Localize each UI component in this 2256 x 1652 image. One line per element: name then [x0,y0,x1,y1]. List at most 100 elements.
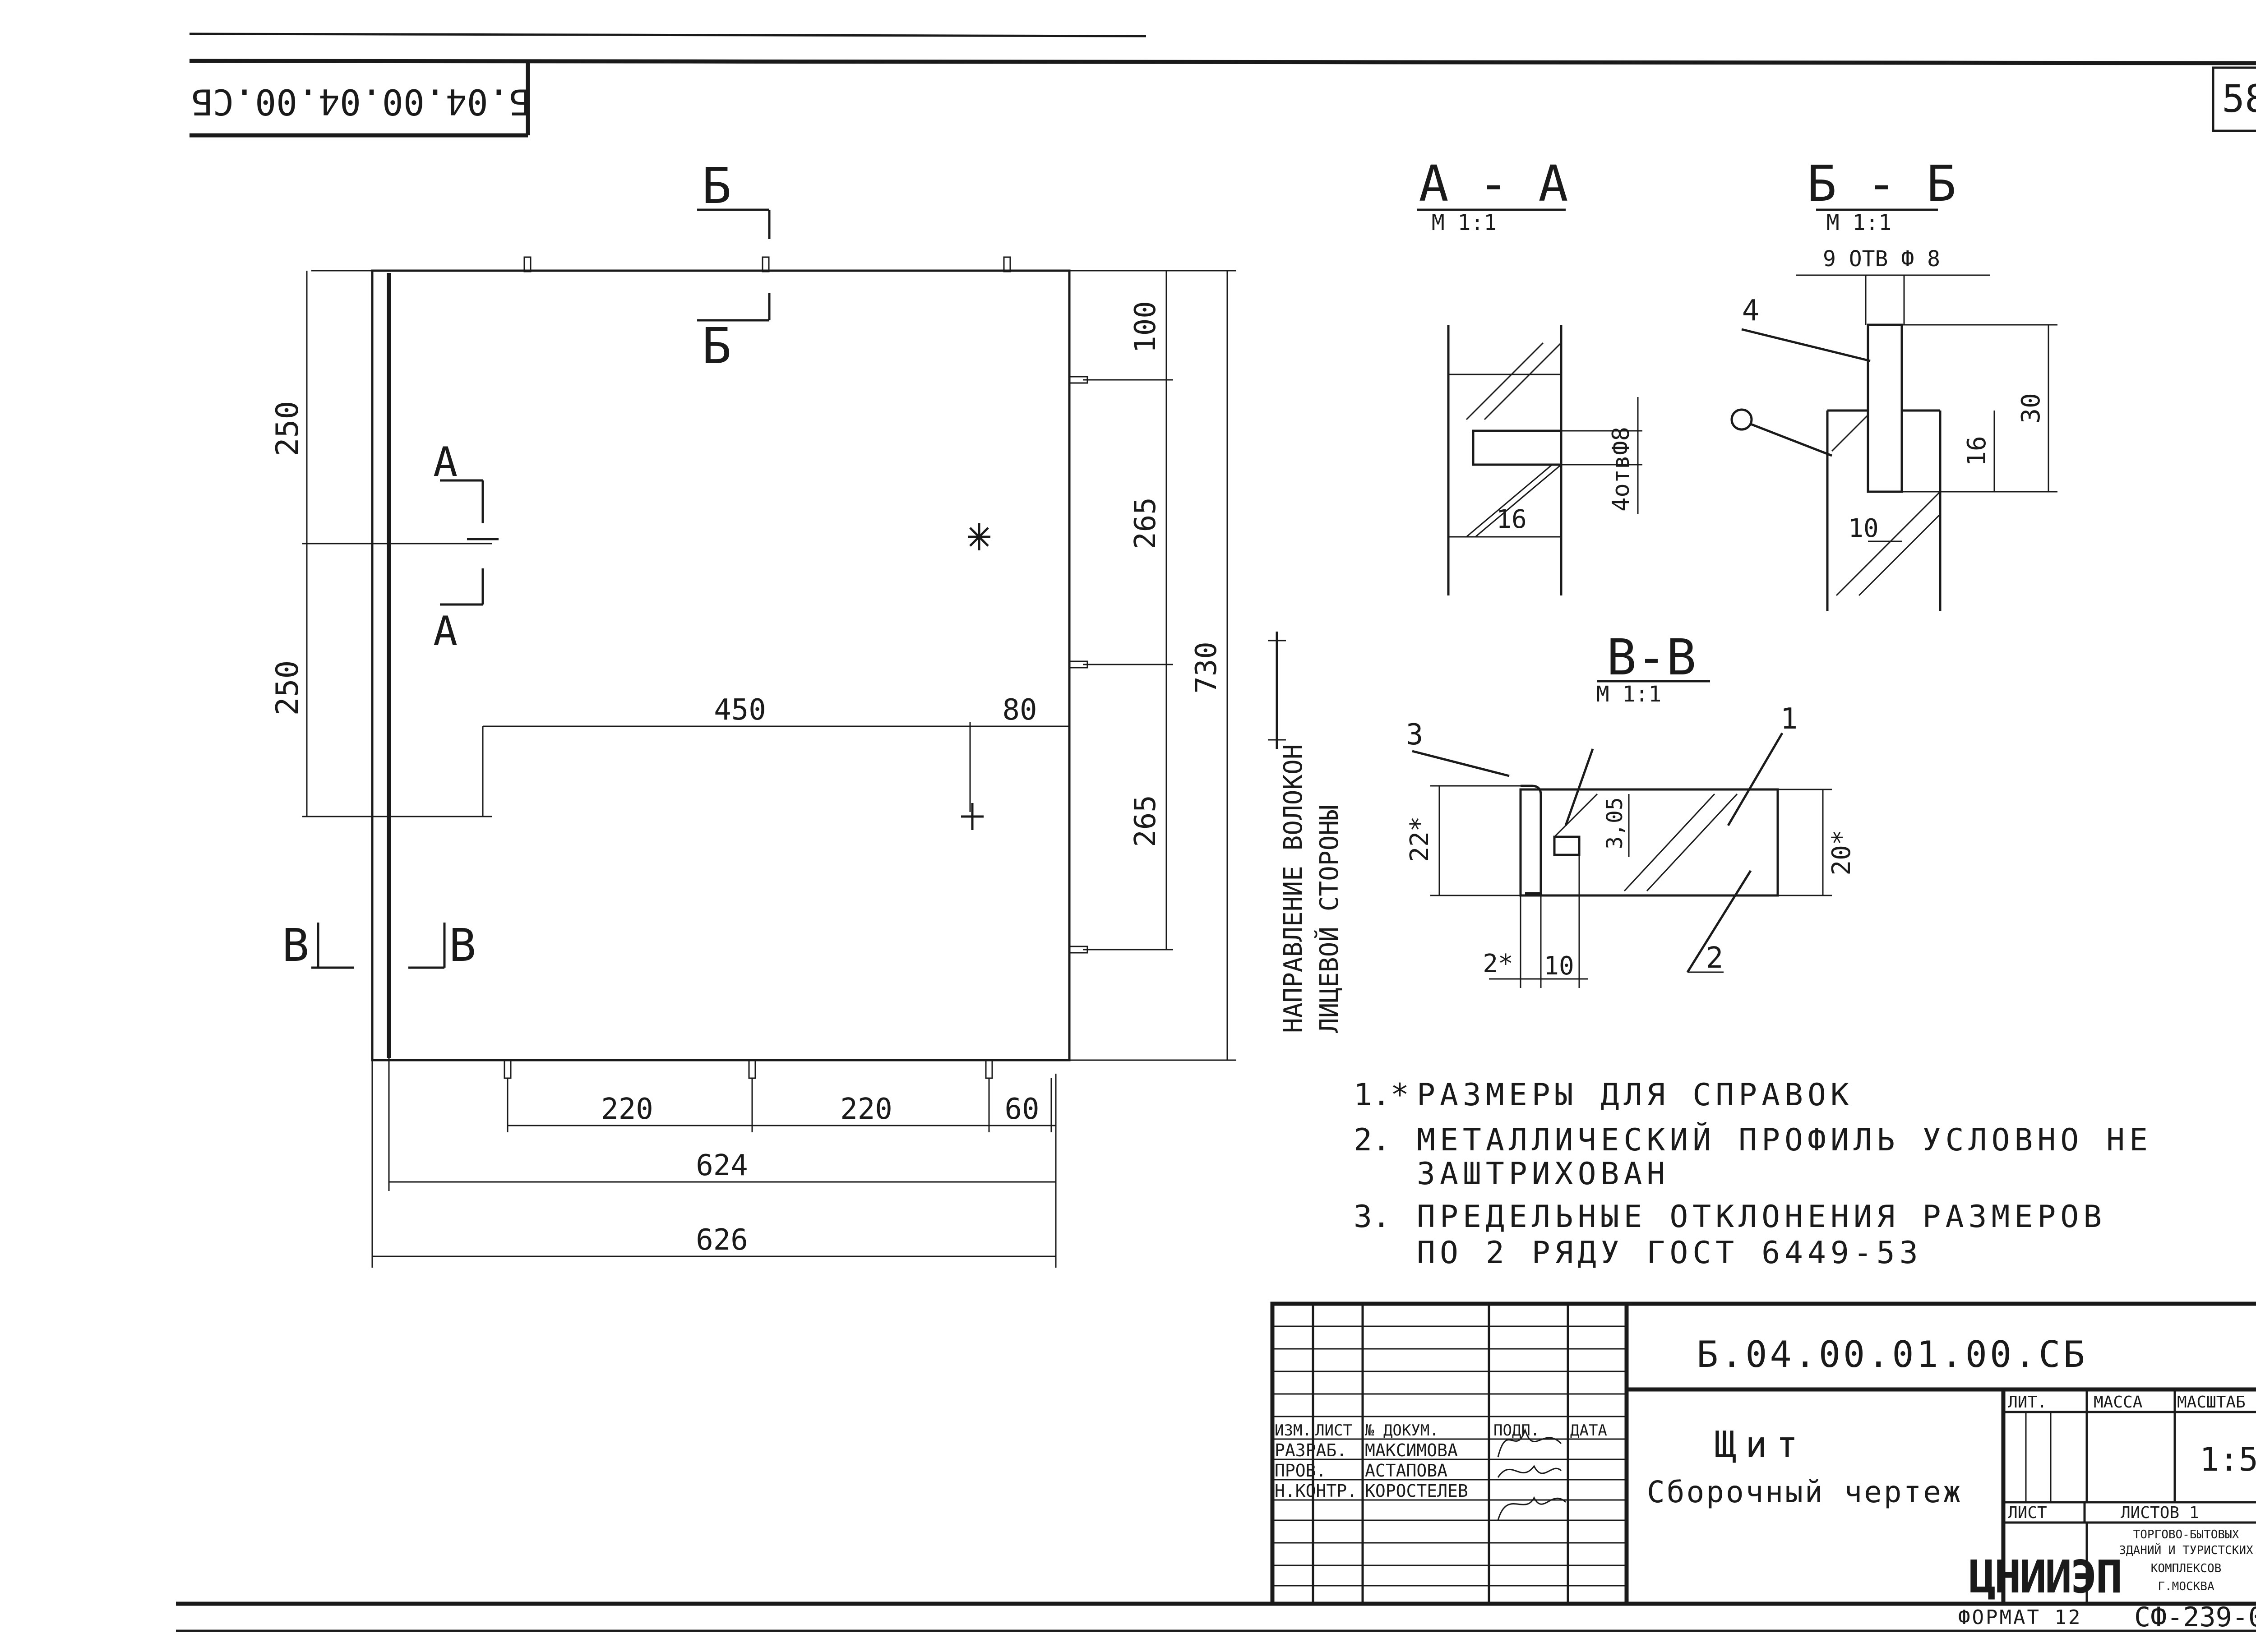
section-vv-dim-22: 22* [1405,816,1434,862]
dim-bottom-624: 624 [696,1149,748,1182]
section-bb-dim-30: 30 [2016,393,2046,423]
section-vv-pos-3: 3 [1406,718,1424,752]
tb-header-izm: ИЗМ. [1275,1421,1312,1440]
section-vv-dim-20: 20* [1827,830,1856,875]
centre-marks [467,523,990,830]
footer: ФОРМАТ 12 СФ-239-05 [1958,1601,2256,1633]
v-right-label: В [449,919,476,972]
grain-note-line1: НАПРАВЛЕНИЕ ВОЛОКОН [1279,744,1308,1033]
dims-right: 100 265 265 730 [1069,270,1236,1061]
section-vv-dim-3: 3,05 [1602,797,1627,849]
main-view: Б Б А А В В [270,157,1236,1268]
tb-header-date: ДАТА [1570,1421,1607,1440]
tb-scale-label: МАСШТАБ [2177,1393,2246,1412]
tb-scale-value: 1:5 [2200,1440,2256,1478]
notes: 1.* РАЗМЕРЫ ДЛЯ СПРАВОК 2. МЕТАЛЛИЧЕСКИЙ… [1354,1077,2152,1271]
v-left-label: В [282,919,309,972]
dim-left-250-lower: 250 [270,660,305,716]
tb-header-doc: № ДОКУМ. [1365,1421,1439,1440]
signature-marks [1497,1428,1567,1521]
section-aa-dim-holes: 4отвФ8 [1608,427,1635,512]
section-aa: А - А М 1:1 16 4отвФ8 [1417,155,1642,595]
section-bb-title: Б - Б [1807,155,1956,212]
footer-code: СФ-239-05 [2134,1601,2256,1633]
section-vv-pos-2: 2 [1706,941,1724,975]
top-left-stamp: Б.04.00.04.00.СБ [190,63,531,138]
section-mark-b: Б Б [697,157,771,375]
dims-left: 250 250 [270,270,492,817]
grain-note-line2: ЛИЦЕВОЙ СТОРОНЫ [1314,805,1344,1033]
dim-bottom-220-left: 220 [601,1093,653,1126]
tb-name-checker: АСТАПОВА [1365,1461,1447,1481]
section-bb-dim-16: 16 [1962,436,1992,466]
dim-right-100: 100 [1129,301,1162,353]
tb-sheets-label: ЛИСТОВ 1 [2121,1504,2199,1522]
tb-sheet-label: ЛИСТ [2008,1504,2047,1522]
dim-80: 80 [1002,693,1037,727]
tb-role-norm: Н.КОНТР. [1275,1481,1357,1501]
section-bb-pos-4: 4 [1742,294,1760,328]
tb-name-norm: КОРОСТЕЛЕВ [1365,1481,1468,1501]
section-aa-title: А - А [1419,155,1568,212]
tb-lit-label: ЛИТ. [2008,1393,2047,1412]
dim-bottom-60: 60 [1004,1093,1039,1126]
tb-role-developer: РАЗРАБ. [1275,1440,1347,1460]
tb-org-line1: ТОРГОВО-БЫТОВЫХ [2133,1528,2239,1541]
a-top-label: А [433,438,458,486]
panel-outline [371,269,1071,1061]
note-3-num: 3. [1354,1199,1391,1235]
tb-mass-label: МАССА [2094,1393,2143,1412]
dim-bottom-220-right: 220 [840,1093,892,1126]
dim-left-250-upper: 250 [270,401,305,457]
tb-org-logo: ЦНИИЭП [1969,1550,2121,1603]
section-bb-scale: М 1:1 [1826,210,1892,235]
section-aa-scale: М 1:1 [1432,210,1497,235]
tb-name-developer: МАКСИМОВА [1365,1440,1458,1460]
section-vv-scale: М 1:1 [1596,682,1662,707]
dim-right-265-upper: 265 [1129,497,1162,549]
dim-right-730: 730 [1190,641,1223,694]
tb-name-line1: Щит [1715,1424,1807,1466]
section-vv: В-В М 1:1 3 1 2 22* 20* 3,05 2* 10 [1405,628,1856,988]
dim-450: 450 [714,693,766,727]
section-mark-a: А А [433,438,484,655]
title-block: ИЗМ. ЛИСТ № ДОКУМ. ПОДП. ДАТА РАЗРАБ. МА… [1270,1301,2256,1606]
b-bottom-label: Б [702,317,731,375]
tb-header-sign: ПОДП. [1493,1421,1539,1440]
grain-direction-note: НАПРАВЛЕНИЕ ВОЛОКОН ЛИЦЕВОЙ СТОРОНЫ [1268,632,1344,1033]
note-1-num: 1.* [1354,1077,1409,1113]
section-vv-dim-10: 10 [1544,951,1574,981]
section-bb: Б - Б М 1:1 9 ОТВ Ф 8 4 30 16 10 [1730,155,2057,611]
tb-role-checker: ПРОВ. [1275,1461,1326,1481]
section-mark-v: В В [282,919,476,972]
tb-designation: Б.04.00.01.00.СБ [1697,1334,2088,1375]
section-vv-dim-2: 2* [1483,949,1513,978]
drawing-frame [176,32,2256,1632]
stamp-designation: Б.04.00.04.00.СБ [191,81,530,122]
dims-bottom: 220 220 60 624 626 [371,1058,1057,1268]
dims-450-80: 450 80 [483,693,1069,812]
dim-bottom-626: 626 [696,1223,748,1257]
note-1-text: РАЗМЕРЫ ДЛЯ СПРАВОК [1417,1077,1854,1113]
tb-org-line3: КОМПЛЕКСОВ [2151,1562,2222,1575]
tb-org-line4: Г.МОСКВА [2158,1580,2214,1593]
note-3-cont: ПО 2 РЯДУ ГОСТ 6449-53 [1417,1235,1923,1271]
note-2-text: МЕТАЛЛИЧЕСКИЙ ПРОФИЛЬ УСЛОВНО НЕ [1417,1122,2152,1158]
page-number-box: 58 [2212,66,2256,132]
b-top-label: Б [702,157,731,215]
dim-right-265-lower: 265 [1129,795,1162,847]
a-bottom-label: А [433,608,458,655]
section-bb-holes: 9 ОТВ Ф 8 [1823,246,1940,272]
note-3-text: ПРЕДЕЛЬНЫЕ ОТКЛОНЕНИЯ РАЗМЕРОВ [1417,1199,2106,1235]
note-2-cont: ЗАШТРИХОВАН [1417,1156,1669,1192]
section-vv-title: В-В [1607,628,1697,686]
section-aa-dim-16: 16 [1496,505,1526,534]
section-bb-dim-10: 10 [1848,514,1878,543]
footer-format: ФОРМАТ 12 [1958,1606,2082,1629]
tb-name-line2: Сборочный чертеж [1647,1475,1963,1509]
note-2-num: 2. [1354,1122,1391,1158]
page-number: 58 [2222,77,2256,121]
tb-header-list: ЛИСТ [1315,1421,1352,1440]
section-vv-pos-1: 1 [1780,702,1798,736]
